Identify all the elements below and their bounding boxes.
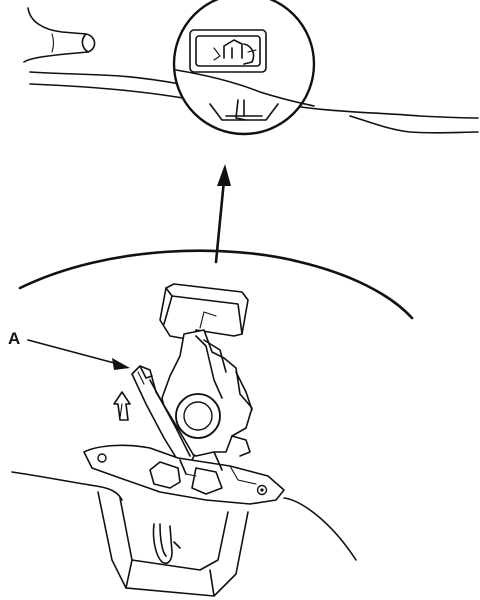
hand-fingers (23, 7, 96, 63)
callout-A-label: A (8, 329, 20, 348)
hood-contour-lower (11, 471, 357, 597)
callout-A: A (8, 329, 130, 370)
pointer-arrow-up (214, 164, 231, 264)
detail-magnifier (172, 0, 316, 136)
lower-detail-arc (18, 249, 414, 320)
hood-latch-assembly (83, 283, 285, 505)
